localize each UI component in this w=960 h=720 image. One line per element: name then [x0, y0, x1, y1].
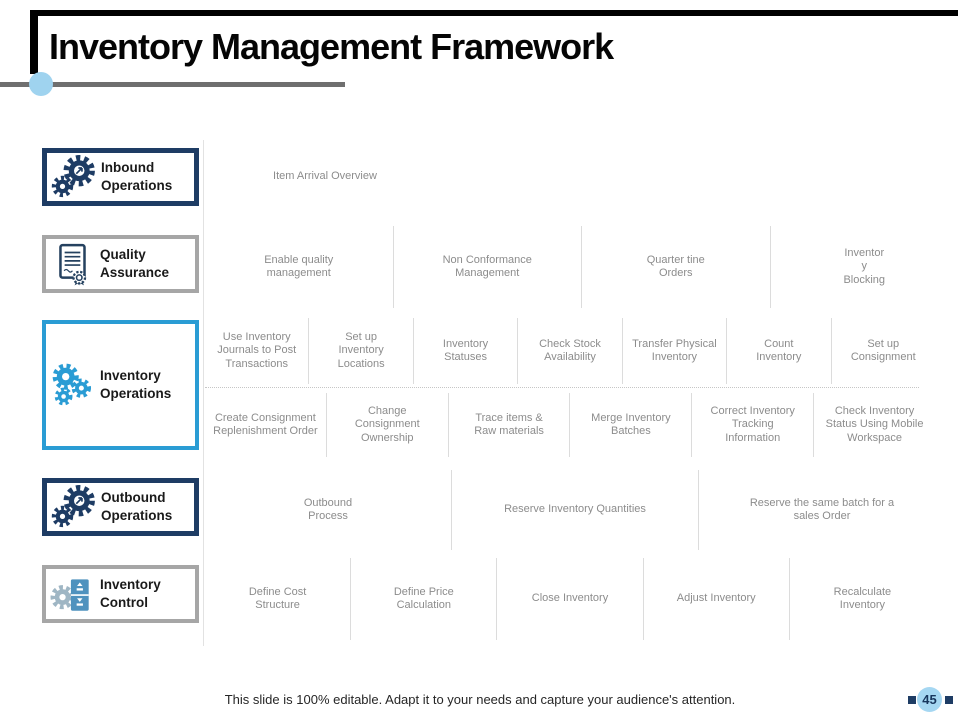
grid-cell: Quarter tine Orders — [646, 253, 705, 279]
sidebar: Inbound Operations Quality Assurance Inv… — [42, 0, 199, 720]
certificate-icon — [46, 241, 100, 287]
page-number-badge: 45 — [917, 687, 942, 712]
grid-cell: Transfer Physical Inventory — [632, 337, 717, 363]
grid-cell: Merge Inventory Batches — [591, 411, 671, 437]
column-divider — [350, 558, 352, 640]
grid-cell: Trace items & Raw materials — [474, 411, 544, 437]
column-divider — [308, 318, 310, 384]
grid-cell: Item Arrival Overview — [273, 170, 377, 183]
sidebar-item-label: Quality Assurance — [100, 247, 170, 280]
column-divider — [496, 558, 498, 640]
column-divider — [769, 226, 771, 308]
grid-cell: Set up Consignment — [850, 337, 916, 363]
grid-cell: Reserve Inventory Quantities — [504, 503, 646, 516]
top-border-corner — [30, 10, 38, 74]
grid-cell: Adjust Inventory — [676, 592, 756, 605]
sidebar-item-quality-assurance: Quality Assurance — [42, 235, 199, 293]
column-divider — [581, 226, 582, 308]
sidebar-grid-divider — [203, 140, 204, 646]
sidebar-item-inbound-operations: Inbound Operations — [42, 148, 199, 206]
grid-cell: Set up Inventory Locations — [337, 330, 385, 370]
grid-row: Create Consignment Replenishment Order Ch… — [205, 393, 935, 457]
column-divider — [447, 393, 449, 457]
column-divider — [830, 318, 832, 384]
sidebar-item-label: Inventory Operations — [100, 368, 172, 401]
sidebar-item-label: Outbound Operations — [101, 490, 173, 523]
cabinet-gear-icon — [46, 571, 100, 617]
column-divider — [517, 318, 519, 384]
grid-cell: Enable quality management — [264, 253, 334, 279]
column-divider — [392, 226, 394, 308]
column-divider — [726, 318, 728, 384]
footer-left-square — [908, 696, 916, 704]
grid-cell: Check Stock Availability — [539, 337, 601, 363]
grid-cell: Change Consignment Ownership — [354, 404, 420, 444]
grid-cell: Inventor y Blocking — [843, 246, 886, 286]
sidebar-item-outbound-operations: Outbound Operations — [42, 478, 199, 536]
column-divider — [569, 393, 571, 457]
column-divider — [642, 558, 644, 640]
page-title: Inventory Management Framework — [49, 26, 614, 67]
title-accent-dot — [29, 72, 53, 96]
column-divider — [813, 393, 815, 457]
dotted-row-divider — [205, 387, 919, 388]
grid-row: Outbound Process Reserve Inventory Quanti… — [205, 470, 945, 550]
column-divider — [698, 470, 699, 550]
column-divider — [788, 558, 790, 640]
grid-cell: Non Conformance Management — [442, 253, 532, 279]
grid-cell: Define Cost Structure — [248, 585, 307, 611]
gears-blue-icon — [46, 362, 100, 408]
grid-cell: Correct Inventory Tracking Information — [710, 404, 795, 444]
gears-navy-icon — [47, 484, 101, 530]
grid-row: Define Cost Structure Define Price Calcul… — [205, 558, 935, 640]
sidebar-item-inventory-control: Inventory Control — [42, 565, 199, 623]
sidebar-item-inventory-operations: Inventory Operations — [42, 320, 199, 450]
grid-row: Use Inventory Journals to Post Transacti… — [205, 318, 935, 384]
footer-note: This slide is 100% editable. Adapt it to… — [224, 692, 736, 707]
grid-cell: Inventory Statuses — [442, 337, 489, 363]
column-divider — [412, 318, 414, 384]
grid-row: Item Arrival Overview — [205, 140, 940, 214]
column-divider — [451, 470, 452, 550]
column-divider — [691, 393, 693, 457]
grid-cell: Count Inventory — [756, 337, 802, 363]
footer-right-square — [945, 696, 953, 704]
grid-cell: Use Inventory Journals to Post Transacti… — [217, 330, 297, 370]
grid-cell: Reserve the same batch for a sales Order — [749, 496, 895, 522]
grid-cell: Check Inventory Status Using Mobile Work… — [825, 404, 924, 444]
grid-cell: Recalculate Inventory — [833, 585, 892, 611]
grid-cell: Close Inventory — [531, 592, 609, 605]
top-border-line — [30, 10, 958, 16]
column-divider — [621, 318, 623, 384]
gears-navy-icon — [47, 154, 101, 200]
sidebar-item-label: Inbound Operations — [101, 160, 173, 193]
sidebar-item-label: Inventory Control — [100, 577, 161, 610]
grid-cell: Outbound Process — [303, 496, 353, 522]
grid-row: Enable quality management Non Conformance… — [205, 226, 958, 308]
title-underline — [0, 82, 345, 87]
column-divider — [325, 393, 327, 457]
grid-cell: Create Consignment Replenishment Order — [213, 411, 318, 437]
grid-cell: Define Price Calculation — [393, 585, 454, 611]
